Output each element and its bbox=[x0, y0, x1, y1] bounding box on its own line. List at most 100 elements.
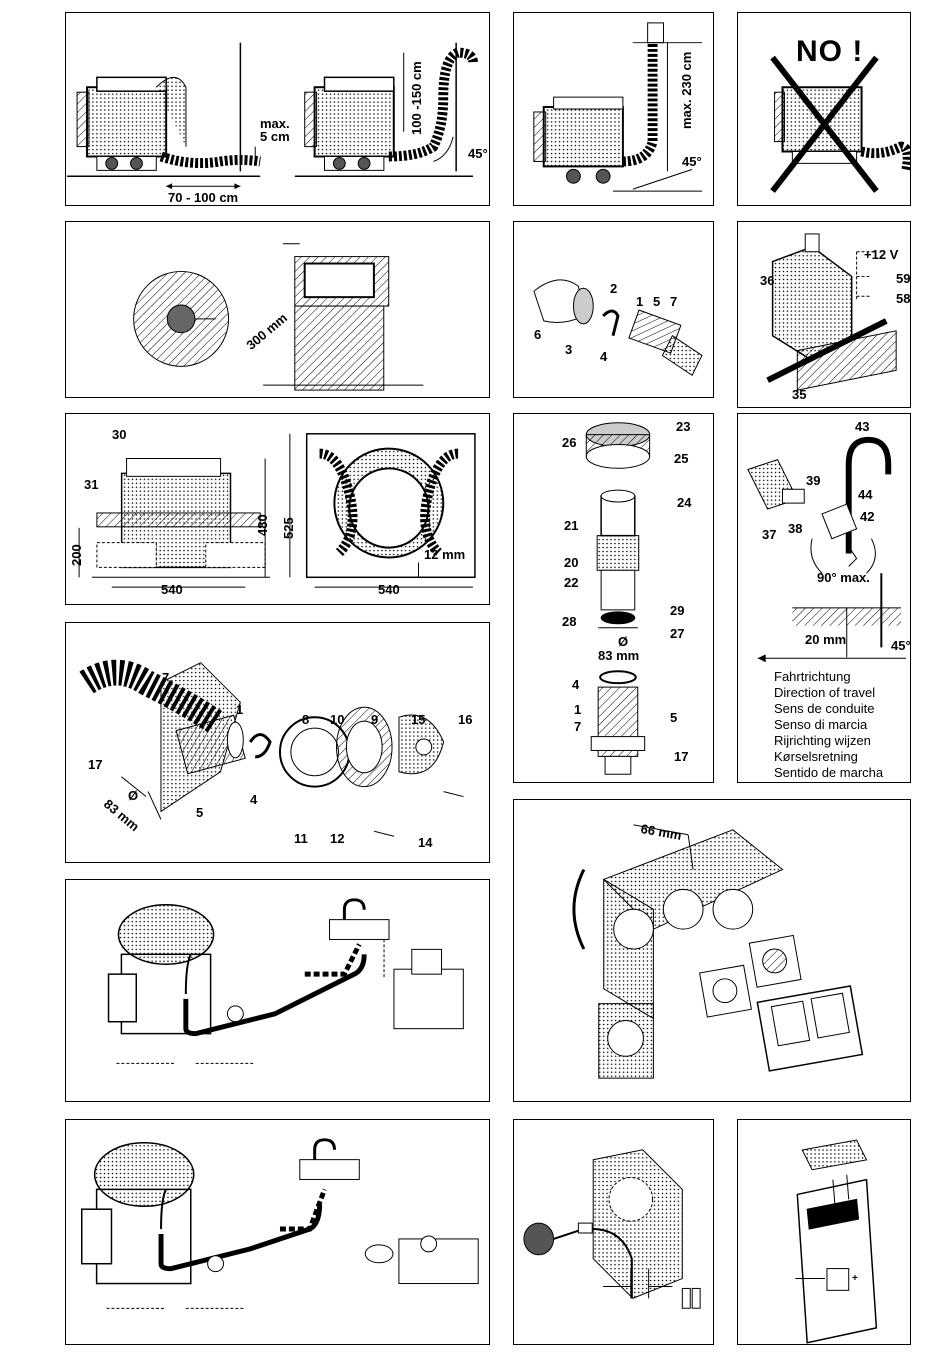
panel-dimensions: 30 31 200 480 525 540 540 12 mm bbox=[65, 413, 490, 605]
dim-540-left: 540 bbox=[161, 582, 183, 597]
terminal-58: 58 bbox=[896, 291, 911, 306]
dir-fr: Sens de conduite bbox=[774, 701, 875, 716]
panel-clearance: 300 mm bbox=[65, 221, 490, 398]
panel-duct-parts: 2 6 3 4 1 5 7 bbox=[513, 221, 714, 398]
part-24: 24 bbox=[677, 495, 692, 510]
part-17: 17 bbox=[88, 757, 103, 772]
part-14: 14 bbox=[418, 835, 433, 850]
part-36: 36 bbox=[760, 273, 775, 288]
direction-of-travel-list: Fahrtrichtung Direction of travel Sens d… bbox=[774, 669, 883, 781]
part-9: 9 bbox=[371, 712, 379, 727]
panel-max-rise: max. 230 cm 45° bbox=[513, 12, 714, 206]
part-11: 11 bbox=[294, 831, 308, 846]
part-5: 5 bbox=[196, 805, 204, 820]
part-42: 42 bbox=[860, 509, 875, 524]
rise-label: 100 -150 cm bbox=[409, 61, 424, 135]
part-6: 6 bbox=[534, 327, 542, 342]
plumbing-illustration-2 bbox=[81, 1138, 479, 1309]
part-20: 20 bbox=[564, 555, 579, 570]
angle-max-label: 90° max. bbox=[817, 570, 870, 585]
drain-illustration bbox=[747, 436, 907, 663]
part-30: 30 bbox=[112, 427, 127, 442]
angle-label: 45° bbox=[682, 154, 702, 169]
angle-label: 45° bbox=[468, 146, 488, 161]
part-37: 37 bbox=[762, 527, 777, 542]
exhaust-assembly-illustration bbox=[585, 422, 651, 775]
duct-parts-illustration bbox=[533, 279, 703, 376]
part-39: 39 bbox=[806, 473, 821, 488]
max-label: max. bbox=[260, 116, 290, 131]
part-25: 25 bbox=[674, 451, 689, 466]
part-2: 2 bbox=[610, 281, 618, 296]
dim-200: 200 bbox=[69, 544, 84, 566]
diameter-symbol: Ø bbox=[618, 634, 629, 649]
part-4: 4 bbox=[250, 792, 258, 807]
voltage-label: +12 V bbox=[864, 247, 899, 262]
part-21: 21 bbox=[564, 518, 579, 533]
panel-plumbing-2 bbox=[65, 1119, 490, 1345]
incorrect-install-illustration bbox=[770, 55, 910, 193]
dim-540-right: 540 bbox=[378, 582, 400, 597]
part-4: 4 bbox=[600, 349, 608, 364]
part-3: 3 bbox=[565, 342, 573, 357]
dir-da: Kørselsretning bbox=[774, 749, 858, 764]
wiring-illustration bbox=[523, 1149, 701, 1309]
dim-480: 480 bbox=[255, 514, 270, 536]
part-17: 17 bbox=[674, 749, 689, 764]
plumbing-illustration-1 bbox=[107, 898, 464, 1064]
angle-label: 45° bbox=[891, 638, 911, 653]
part-12: 12 bbox=[330, 831, 345, 846]
part-5: 5 bbox=[653, 294, 661, 309]
part-7: 7 bbox=[162, 670, 170, 685]
part-1: 1 bbox=[636, 294, 644, 309]
panel-control-unit: + bbox=[737, 1119, 911, 1345]
part-7: 7 bbox=[670, 294, 678, 309]
panel-no: NO ! bbox=[737, 12, 911, 206]
part-44: 44 bbox=[858, 487, 873, 502]
part-5: 5 bbox=[670, 710, 678, 725]
panel-plumbing-1 bbox=[65, 879, 490, 1102]
part-31: 31 bbox=[84, 477, 99, 492]
dir-it: Senso di marcia bbox=[774, 717, 868, 732]
part-10: 10 bbox=[330, 712, 345, 727]
part-38: 38 bbox=[788, 521, 803, 536]
panel-wall-duct: 7 1 8 10 9 15 16 17 4 5 11 12 14 Ø 83 mm bbox=[65, 622, 490, 863]
clearance-illustration bbox=[133, 243, 424, 391]
terminal-59: 59 bbox=[896, 271, 911, 286]
panel-duct-length: max. 5 cm 70 - 100 cm 100 -150 cm 45° bbox=[65, 12, 490, 206]
panel-drain: 43 39 44 42 37 38 90° max. 20 mm 45° Fah… bbox=[737, 413, 911, 783]
dir-es: Sentido de marcha bbox=[774, 765, 884, 780]
panel-exhaust-assembly: 23 26 25 24 21 20 22 29 28 27 Ø 83 mm 4 … bbox=[513, 413, 714, 783]
part-7: 7 bbox=[574, 719, 582, 734]
control-unit-illustration bbox=[795, 1139, 878, 1344]
dir-nl: Rijrichting wijzen bbox=[774, 733, 871, 748]
panel-electrical: +12 V 36 59 58 35 bbox=[737, 221, 911, 408]
electrical-illustration bbox=[766, 233, 897, 391]
diameter-value: 83 mm bbox=[598, 648, 640, 663]
part-29: 29 bbox=[670, 603, 685, 618]
duct-length-label: 70 - 100 cm bbox=[168, 190, 239, 205]
panel-wiring bbox=[513, 1119, 714, 1345]
heater-riser-illustration bbox=[533, 22, 703, 192]
panel-wall-mount: 66 mm bbox=[513, 799, 911, 1102]
diameter-symbol: Ø bbox=[128, 788, 139, 803]
dimensions-illustration bbox=[78, 433, 476, 588]
wall-duct-illustration bbox=[79, 659, 464, 837]
part-16: 16 bbox=[458, 712, 473, 727]
no-title: NO ! bbox=[796, 35, 864, 68]
part-26: 26 bbox=[562, 435, 577, 450]
polarity-plus: + bbox=[852, 1273, 858, 1284]
dir-de: Fahrtrichtung bbox=[774, 669, 851, 684]
dir-en: Direction of travel bbox=[774, 685, 876, 700]
part-1: 1 bbox=[574, 702, 582, 717]
part-4: 4 bbox=[572, 677, 580, 692]
rise-max-label: max. 230 cm bbox=[679, 51, 694, 129]
part-8: 8 bbox=[302, 712, 310, 727]
part-23: 23 bbox=[676, 419, 691, 434]
heater-duct-illustration bbox=[67, 42, 478, 190]
dim-525: 525 bbox=[281, 517, 296, 539]
part-27: 27 bbox=[670, 626, 685, 641]
part-22: 22 bbox=[564, 575, 579, 590]
part-15: 15 bbox=[411, 712, 426, 727]
wall-mount-illustration bbox=[572, 824, 864, 1079]
